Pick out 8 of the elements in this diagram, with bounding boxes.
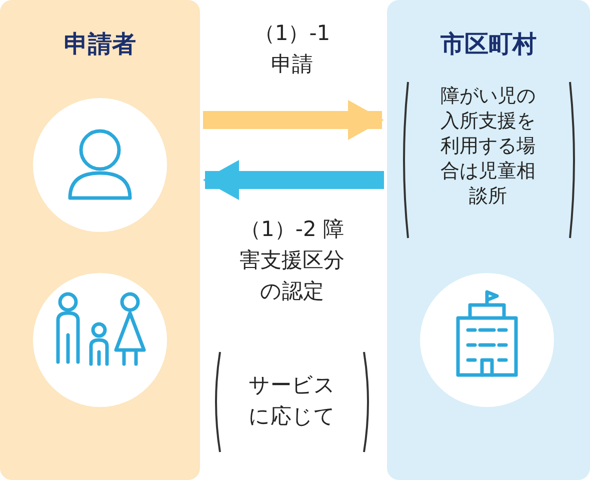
edge-label: （1）-1 申請 (252, 20, 332, 78)
panel-title: 申請者 (63, 29, 137, 60)
arrow (203, 160, 384, 200)
edge-label: （1）-2 障害支援区分の認定 (239, 216, 345, 305)
note-text: サービスに応じて (248, 372, 336, 430)
arrow (203, 100, 384, 140)
panel-title: 市区町村 (440, 29, 538, 60)
note-text: 障がい児の入所支援を利用する場合は児童相談所 (440, 84, 536, 209)
